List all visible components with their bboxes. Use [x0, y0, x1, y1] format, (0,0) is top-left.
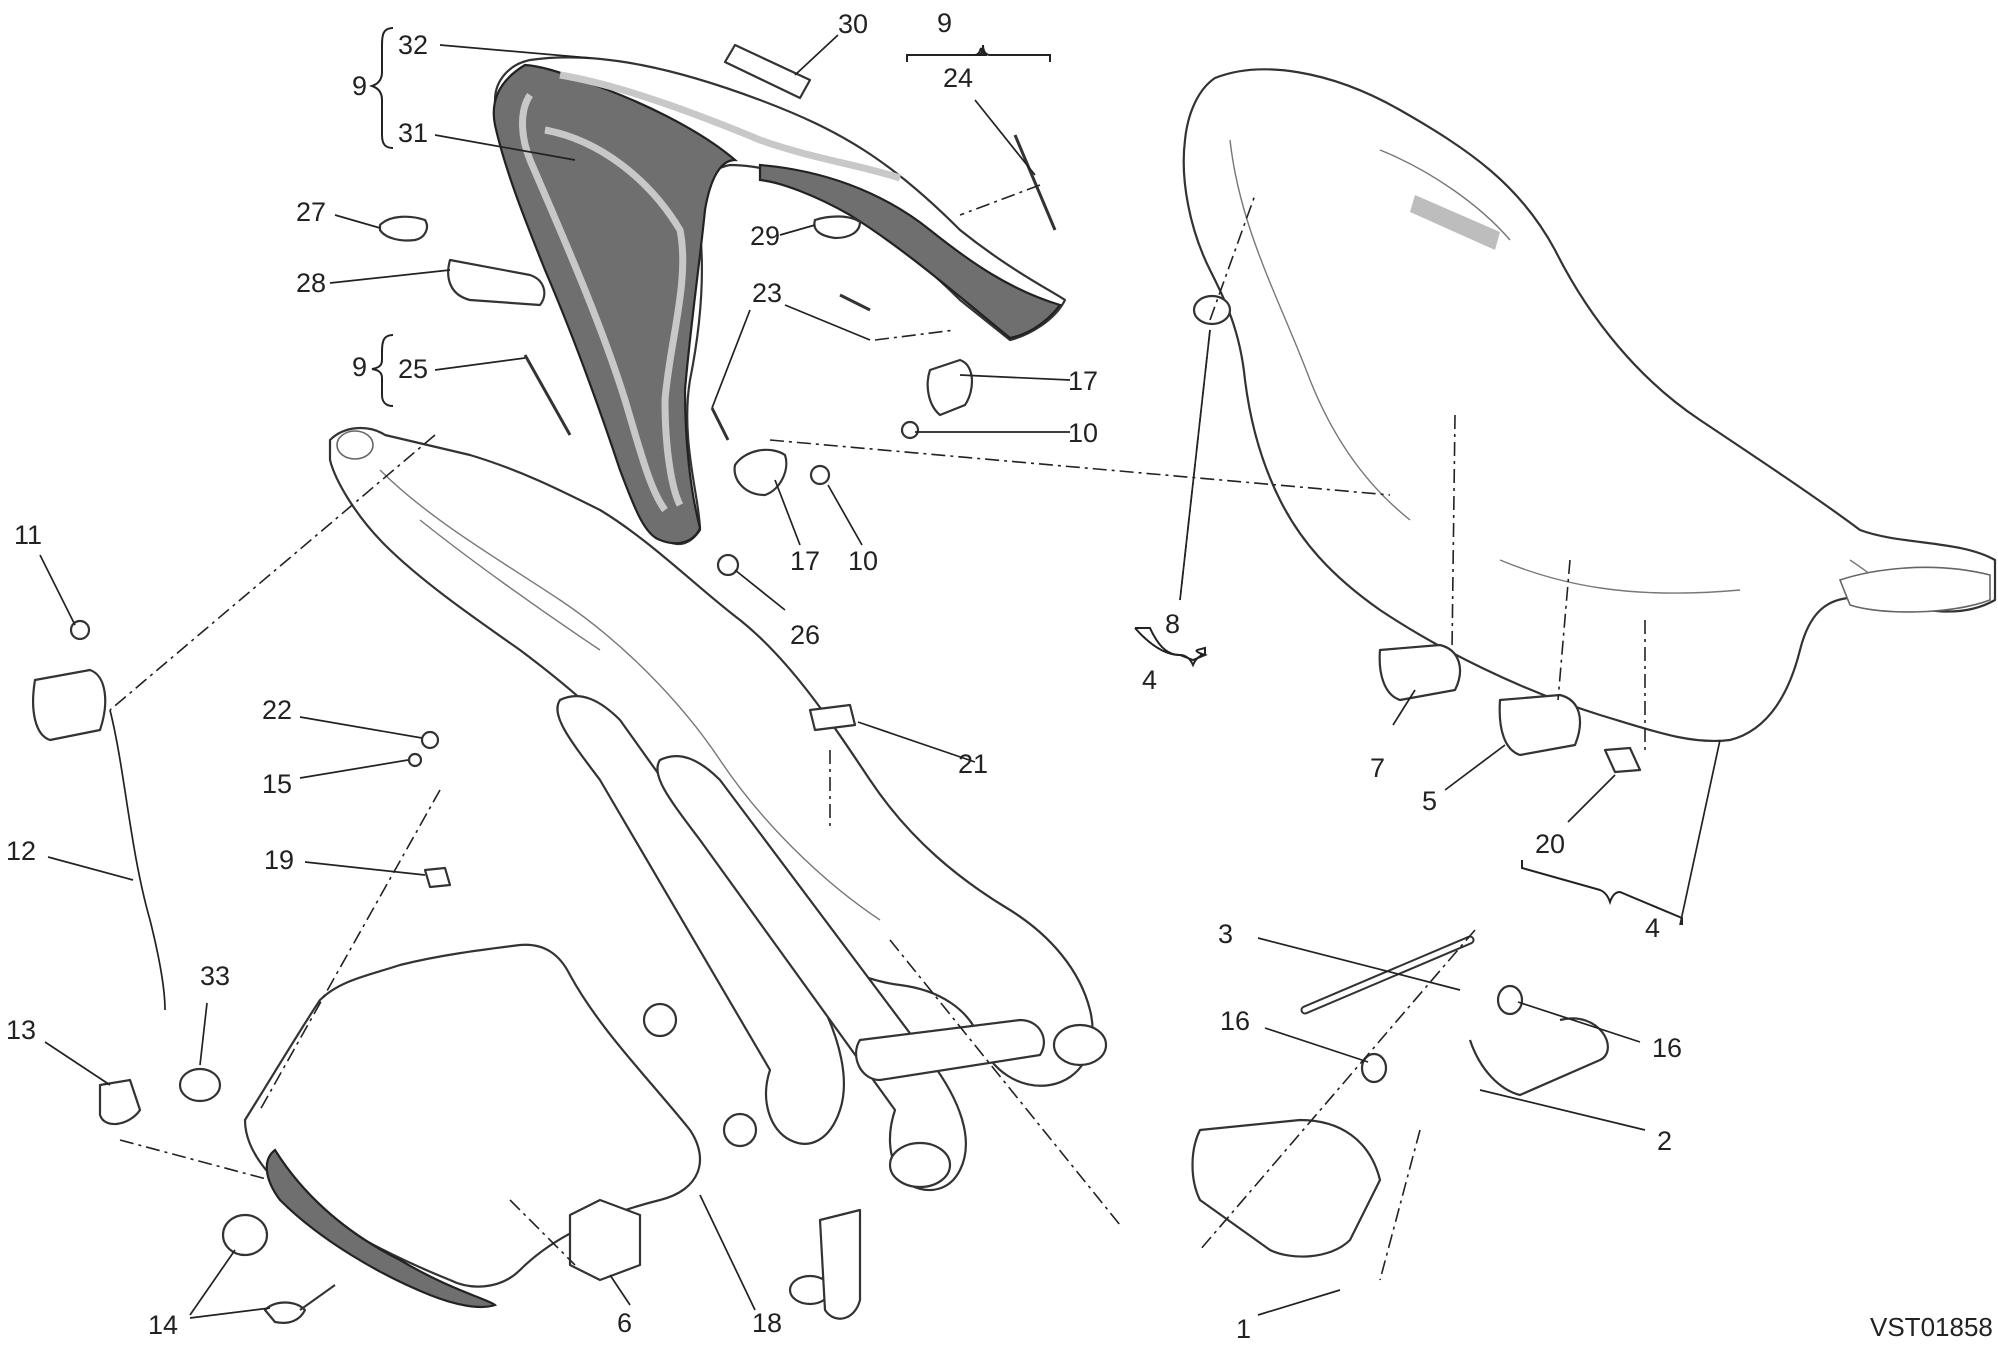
part-22-screw — [420, 730, 440, 750]
label-20: 20 — [1535, 829, 1565, 859]
label-32: 32 — [398, 30, 428, 60]
label-10-right: 10 — [1068, 418, 1098, 448]
part-19-clip — [423, 866, 452, 889]
part-2-hook — [1468, 1017, 1609, 1097]
part-5-bracket — [1498, 693, 1582, 757]
part-1-latch — [1191, 1118, 1382, 1258]
part-20-clip — [1603, 746, 1642, 774]
label-9-mid-left: 9 — [352, 352, 367, 382]
part-11-lever — [32, 668, 107, 742]
label-4-left: 4 — [1142, 665, 1157, 695]
label-17-left: 17 — [790, 546, 820, 576]
part-30-pad — [723, 43, 812, 100]
part-17b-clip — [926, 358, 973, 417]
label-16-left: 16 — [1220, 1006, 1250, 1036]
label-25: 25 — [398, 354, 428, 384]
label-16-right: 16 — [1652, 1033, 1682, 1063]
label-18: 18 — [752, 1308, 782, 1338]
part-26-pin — [716, 553, 740, 577]
part-29-pad — [813, 215, 862, 240]
rear-undertray — [243, 943, 702, 1288]
label-28: 28 — [296, 268, 326, 298]
label-22: 22 — [262, 695, 292, 725]
part-14-lock — [221, 1213, 269, 1257]
label-6: 6 — [617, 1308, 632, 1338]
part-23b-pin — [710, 407, 730, 441]
part-15-washer — [407, 752, 423, 768]
part-27-pad — [378, 215, 429, 242]
part-labels: 32 31 9 30 9 24 27 28 29 23 9 25 17 10 1… — [6, 8, 1993, 1344]
part-25-strip — [523, 354, 572, 436]
label-1: 1 — [1236, 1314, 1251, 1344]
label-30: 30 — [838, 9, 868, 39]
label-21: 21 — [958, 749, 988, 779]
assembly-lines — [109, 184, 1646, 1281]
label-29: 29 — [750, 221, 780, 251]
label-27: 27 — [296, 197, 326, 227]
part-16b-bushing — [1496, 984, 1524, 1016]
label-14: 14 — [148, 1310, 178, 1340]
label-13: 13 — [6, 1015, 36, 1045]
label-23: 23 — [752, 278, 782, 308]
label-3: 3 — [1218, 919, 1233, 949]
label-2: 2 — [1657, 1126, 1672, 1156]
label-9-top-right: 9 — [937, 8, 952, 38]
part-6-block — [568, 1198, 642, 1282]
part-17a-clip — [733, 448, 788, 497]
small-parts — [32, 43, 1642, 1324]
label-5: 5 — [1422, 786, 1437, 816]
label-15: 15 — [262, 769, 292, 799]
diagram-code: VST01858 — [1870, 1312, 1993, 1342]
label-31: 31 — [398, 118, 428, 148]
label-12: 12 — [6, 836, 36, 866]
part-33-nut — [178, 1067, 222, 1103]
braces — [368, 27, 1683, 925]
part-12-cable — [109, 709, 166, 1011]
label-19: 19 — [264, 845, 294, 875]
undertray-strip — [265, 1148, 498, 1309]
part-16a-bushing — [1360, 1052, 1388, 1084]
seat-logo-plate — [1410, 195, 1500, 250]
part-10a-nut — [809, 464, 831, 486]
part-13-clip — [98, 1078, 142, 1126]
label-7: 7 — [1370, 753, 1385, 783]
passenger-seat-cover — [492, 56, 1067, 546]
label-10-left: 10 — [848, 546, 878, 576]
label-9-top-left: 9 — [352, 71, 367, 101]
part-21-clip — [808, 703, 857, 732]
part-24-strip — [1013, 134, 1057, 231]
part-14-key — [263, 1301, 307, 1324]
leader-lines — [39, 34, 1721, 1319]
part-8-grommet — [1192, 294, 1232, 326]
label-24: 24 — [943, 63, 973, 93]
part-28-pad — [447, 258, 546, 307]
label-4-right: 4 — [1645, 913, 1660, 943]
part-11-bolt — [69, 619, 91, 641]
label-8: 8 — [1165, 609, 1180, 639]
rear-subframe — [328, 426, 1108, 1320]
part-7-bracket — [1378, 643, 1462, 702]
label-17-right: 17 — [1068, 366, 1098, 396]
label-33: 33 — [200, 961, 230, 991]
rider-seat — [1182, 68, 1997, 743]
part-10b-screw — [900, 420, 920, 440]
label-26: 26 — [790, 620, 820, 650]
label-11: 11 — [14, 520, 42, 550]
part-23-pin — [839, 293, 871, 312]
